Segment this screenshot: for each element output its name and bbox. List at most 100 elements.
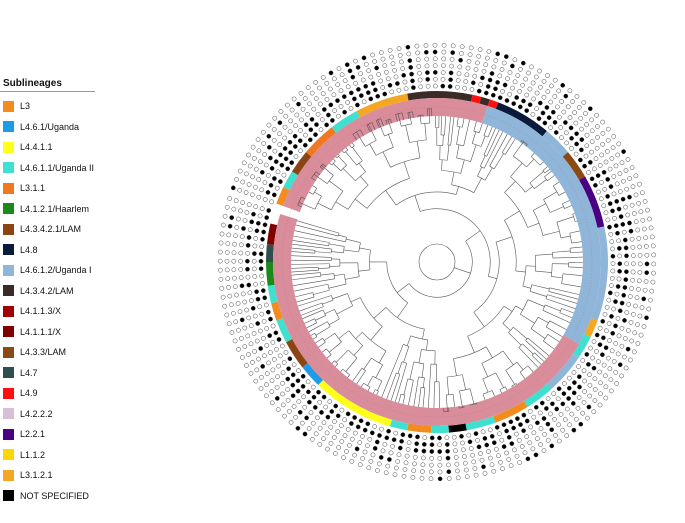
resistance-dot — [476, 444, 482, 450]
resistance-dot — [283, 113, 289, 119]
resistance-dot — [562, 417, 568, 422]
resistance-dot — [246, 152, 251, 158]
resistance-dot — [423, 49, 429, 55]
resistance-dot — [517, 460, 522, 465]
tree-branch — [539, 161, 544, 166]
resistance-dot — [557, 114, 562, 120]
resistance-dot — [258, 346, 264, 351]
resistance-dot — [455, 468, 460, 474]
resistance-dot — [613, 299, 618, 304]
resistance-dot — [288, 150, 293, 155]
resistance-dot — [362, 427, 368, 433]
resistance-dot — [355, 102, 360, 108]
resistance-dot — [551, 391, 557, 397]
resistance-dot — [245, 274, 251, 280]
tree-branch — [377, 119, 385, 137]
resistance-dot — [272, 148, 278, 154]
tree-branch — [482, 378, 489, 393]
sublineage-ring-segment — [356, 93, 409, 118]
resistance-dot — [259, 187, 265, 193]
tree-branch — [296, 220, 340, 234]
resistance-dot — [584, 352, 590, 357]
resistance-dot — [336, 445, 341, 450]
resistance-dot — [286, 366, 291, 372]
sublineage-ring-segment — [283, 171, 298, 191]
resistance-dot — [499, 67, 505, 72]
resistance-dot — [565, 104, 571, 110]
tree-branch — [352, 134, 357, 141]
resistance-dot — [529, 64, 534, 70]
resistance-dot — [264, 215, 270, 220]
legend-label: L4.1.1.3/X — [20, 306, 62, 317]
resistance-dot — [460, 440, 465, 446]
resistance-dot — [433, 76, 438, 82]
resistance-dot — [282, 413, 287, 419]
tree-branch — [473, 121, 477, 132]
resistance-dot — [243, 190, 249, 195]
resistance-dot — [611, 191, 617, 197]
resistance-dot — [328, 424, 334, 430]
legend-item: L4.2.2.2 — [0, 404, 96, 425]
resistance-dot — [472, 73, 478, 79]
legend-swatch — [3, 408, 14, 420]
resistance-dot — [516, 437, 522, 443]
resistance-dot — [640, 217, 646, 223]
resistance-dot — [252, 349, 257, 354]
resistance-dot — [609, 283, 614, 288]
tree-branch — [408, 241, 473, 298]
resistance-dot — [234, 225, 240, 230]
resistance-dot — [515, 416, 520, 421]
resistance-dot — [601, 169, 607, 175]
resistance-dot — [269, 400, 275, 406]
resistance-dot — [478, 451, 483, 456]
tree-branch — [368, 124, 377, 141]
sublineage-ring-segment — [584, 318, 598, 337]
tree-branch — [318, 341, 326, 348]
tree-branch — [421, 122, 430, 125]
legend-label: L4.3.3/LAM — [20, 347, 67, 358]
resistance-dot — [537, 100, 543, 106]
resistance-dot — [575, 405, 581, 411]
resistance-dot — [587, 382, 593, 388]
resistance-dot — [432, 63, 438, 68]
resistance-dot — [476, 53, 482, 59]
tree-branch — [560, 235, 571, 239]
resistance-dot — [599, 152, 605, 158]
resistance-dot — [325, 414, 331, 420]
resistance-dot — [610, 268, 616, 274]
resistance-dot — [620, 222, 626, 227]
tree-branch — [482, 390, 493, 395]
resistance-dot — [238, 267, 244, 272]
legend-label: L3.1.1 — [20, 183, 46, 194]
resistance-dot — [564, 140, 569, 146]
tree-branch — [312, 336, 317, 340]
resistance-dot — [644, 252, 650, 258]
resistance-dot — [644, 315, 649, 321]
resistance-dot — [414, 43, 420, 49]
resistance-dot — [393, 430, 399, 436]
resistance-dot — [261, 229, 266, 235]
resistance-dot — [285, 376, 291, 382]
resistance-dot — [544, 105, 550, 110]
resistance-dot — [487, 77, 493, 83]
resistance-dot — [616, 238, 621, 244]
resistance-dot — [464, 474, 470, 480]
resistance-dot — [441, 63, 446, 69]
tree-branch — [504, 210, 520, 221]
tree-branch — [333, 273, 335, 279]
resistance-dot — [637, 181, 642, 187]
resistance-dot — [610, 145, 616, 150]
resistance-dot — [368, 458, 374, 464]
tree-branch — [530, 152, 535, 157]
resistance-dot — [288, 118, 294, 124]
tree-branch — [548, 287, 550, 292]
tree-branch — [544, 176, 548, 181]
tree-branch — [398, 394, 402, 403]
resistance-dot — [231, 267, 237, 273]
resistance-dot — [607, 201, 613, 206]
resistance-dot — [490, 92, 496, 98]
resistance-dot — [234, 177, 239, 182]
resistance-dot — [605, 194, 610, 199]
resistance-dot — [219, 231, 225, 237]
tree-branch — [473, 178, 482, 193]
